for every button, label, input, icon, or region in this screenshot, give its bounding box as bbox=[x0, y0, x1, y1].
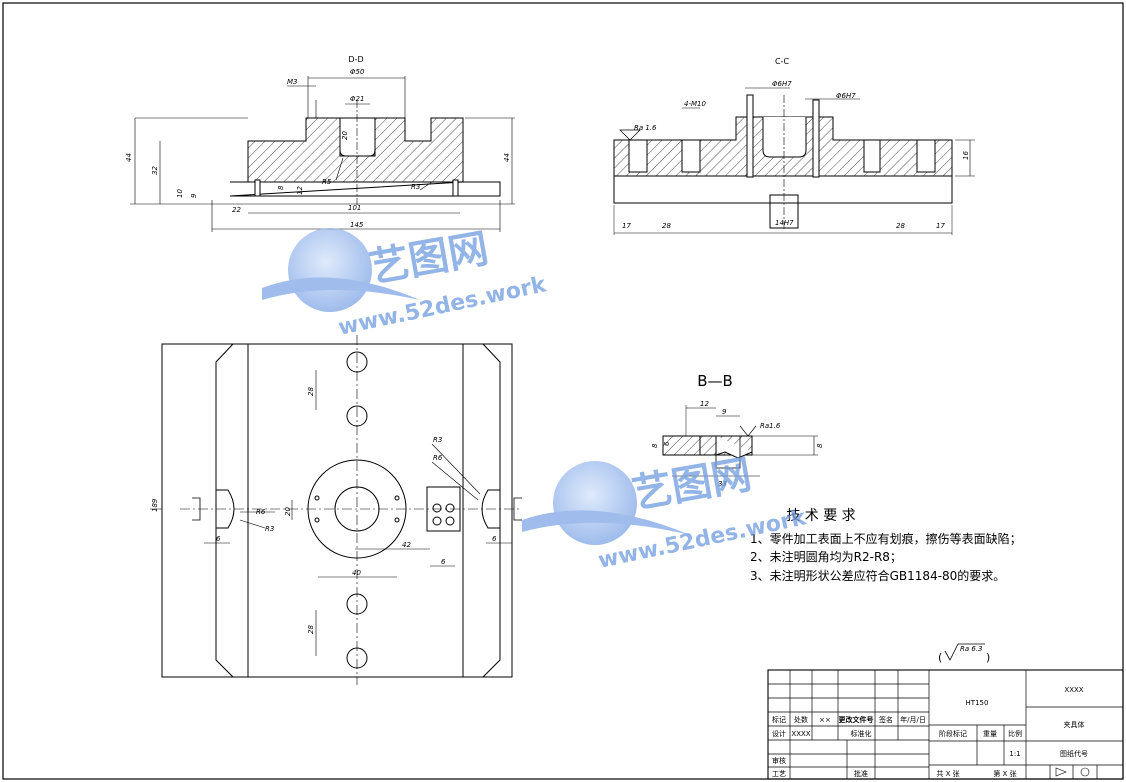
svg-text:): ) bbox=[986, 651, 990, 664]
tech-req-title: 技 术 要 求 bbox=[786, 508, 855, 524]
tb-scale-label: 比例 bbox=[1008, 729, 1022, 738]
svg-text:(: ( bbox=[938, 651, 942, 664]
plan-dim-r3-left: R3 bbox=[265, 525, 274, 533]
tb-weight-label: 重量 bbox=[983, 730, 997, 738]
tb-material: HT150 bbox=[966, 699, 989, 707]
section-dd-title: D-D bbox=[348, 55, 363, 64]
section-bb-title: B—B bbox=[697, 372, 733, 390]
dd-dim-r3: R3 bbox=[411, 183, 420, 191]
dd-dim-9: 9 bbox=[190, 193, 198, 198]
cc-dim-17-right: 17 bbox=[936, 222, 945, 230]
plan-dim-28-top: 28 bbox=[307, 387, 315, 396]
tb-drawing-no-label: 图纸代号 bbox=[1060, 749, 1088, 758]
section-dd: D-D bbox=[130, 55, 515, 232]
cc-dim-phi6h7-1: Φ6H7 bbox=[772, 80, 792, 88]
dd-dim-12: 12 bbox=[296, 186, 304, 195]
tb-sheets-total: 共 X 张 bbox=[936, 769, 959, 778]
dd-dim-m3: M3 bbox=[287, 78, 298, 86]
bb-dim-8-left: 8 bbox=[651, 443, 659, 448]
dd-dim-r5: R5 bbox=[322, 178, 332, 186]
cc-dim-17-left: 17 bbox=[622, 222, 631, 230]
plan-dim-189: 189 bbox=[151, 498, 159, 512]
dd-dim-44-left: 44 bbox=[125, 153, 133, 162]
plan-dim-r3-top: R3 bbox=[433, 436, 442, 444]
plan-dim-6-right: 6 bbox=[492, 535, 497, 543]
dd-dim-101: 101 bbox=[348, 204, 361, 212]
cc-dim-4m10: 4-M10 bbox=[684, 100, 706, 108]
watermark-brand-2: 艺图网 bbox=[629, 452, 755, 518]
tech-req-item-1: 1、零件加工表面上不应有划痕，擦伤等表面缺陷； bbox=[750, 531, 1022, 546]
plan-dim-6-left: 6 bbox=[216, 535, 221, 543]
tech-req-item-3: 3、未注明形状公差应符合GB1184-80的要求。 bbox=[750, 568, 1005, 583]
tb-part-name: 夹具体 bbox=[1064, 720, 1085, 729]
section-cc: C-C bbox=[613, 57, 975, 235]
tech-req-item-2: 2、未注明圆角均为R2-R8； bbox=[750, 549, 902, 564]
tb-sheet-no: 第 X 张 bbox=[993, 769, 1016, 778]
watermark-globe-icon bbox=[288, 228, 372, 312]
dd-dim-10: 10 bbox=[176, 189, 184, 198]
cc-dim-phi6h7-2: Φ6H7 bbox=[836, 92, 856, 100]
title-block-text: HT150 XXXX 夹具体 图纸代号 阶段标记 重量 比例 1:1 标记 处数… bbox=[772, 686, 1088, 778]
cc-dim-16: 16 bbox=[962, 151, 970, 160]
tb-count-val: ×× bbox=[819, 716, 831, 724]
roughness-value: Ra 6.3 bbox=[960, 645, 983, 653]
tb-scale: 1:1 bbox=[1009, 750, 1020, 758]
tb-mark-label: 标记 bbox=[772, 715, 786, 724]
tb-approve-label: 批准 bbox=[854, 769, 868, 778]
dd-dim-32: 32 bbox=[151, 166, 159, 175]
bb-dim-ra16: Ra1.6 bbox=[760, 422, 781, 430]
dd-dim-145: 145 bbox=[350, 221, 364, 229]
plan-dim-r6-left: R6 bbox=[256, 508, 266, 516]
tb-code-top: XXXX bbox=[1064, 686, 1083, 694]
dd-dim-22: 22 bbox=[232, 206, 241, 214]
cc-dim-14h7: 14H7 bbox=[775, 219, 794, 227]
tb-sign-label: 签名 bbox=[879, 715, 893, 724]
plan-view-dims: 28 R3 R6 R6 R3 20 6 6 42 6 40 28 189 bbox=[151, 387, 497, 634]
technical-requirements: 技 术 要 求 1、零件加工表面上不应有划痕，擦伤等表面缺陷； 2、未注明圆角均… bbox=[750, 508, 1022, 583]
section-bb: B—B bbox=[662, 372, 818, 477]
bb-dim-33: 33 bbox=[718, 480, 727, 488]
cc-dim-ra16: Ra 1.6 bbox=[634, 124, 657, 132]
tb-design-label: 设计 bbox=[772, 729, 786, 738]
plan-dim-42: 42 bbox=[402, 541, 411, 549]
tb-design-val: XXXX bbox=[791, 730, 810, 738]
watermark-brand: 艺图网 bbox=[366, 226, 492, 292]
section-bb-dims: 12 9 Ra1.6 8 6 8 33 bbox=[651, 400, 824, 488]
plan-dim-r6-top: R6 bbox=[433, 454, 443, 462]
dd-dim-phi50: Φ50 bbox=[350, 68, 365, 76]
bb-dim-9: 9 bbox=[722, 408, 727, 416]
plan-dim-20: 20 bbox=[284, 507, 292, 516]
tb-date-label: 年/月/日 bbox=[900, 715, 926, 724]
plan-dim-28-bottom: 28 bbox=[307, 625, 315, 634]
tb-process-label: 工艺 bbox=[772, 770, 786, 778]
section-dd-dims: Φ50 Φ21 M3 20 44 32 44 10 9 8 12 R5 R3 2… bbox=[125, 68, 511, 229]
cc-dim-28-left: 28 bbox=[662, 222, 671, 230]
bb-dim-8-right: 8 bbox=[816, 443, 824, 448]
bb-dim-12: 12 bbox=[700, 400, 709, 408]
cc-dim-28-right: 28 bbox=[896, 222, 905, 230]
dd-dim-phi21: Φ21 bbox=[350, 95, 364, 103]
tb-count-label: 处数 bbox=[794, 715, 808, 724]
watermark-globe-icon-2 bbox=[553, 461, 637, 545]
section-cc-title: C-C bbox=[775, 57, 789, 66]
tb-stage-label: 阶段标记 bbox=[939, 729, 967, 738]
tb-file-label: 更改文件号 bbox=[839, 715, 874, 724]
bb-dim-6: 6 bbox=[663, 441, 671, 446]
title-block bbox=[767, 669, 1124, 780]
plan-dim-6-mid: 6 bbox=[441, 558, 446, 566]
tb-std-label: 标准化 bbox=[851, 729, 872, 738]
plan-dim-40: 40 bbox=[352, 569, 361, 577]
dd-dim-44-right: 44 bbox=[503, 153, 511, 162]
section-cc-dims: Φ6H7 Φ6H7 4-M10 Ra 1.6 16 17 28 14H7 28 … bbox=[622, 80, 970, 230]
dd-dim-8: 8 bbox=[277, 185, 285, 190]
watermark-1: 艺图网 www.52des.work bbox=[262, 226, 550, 341]
tb-review-label: 审核 bbox=[772, 756, 786, 765]
dd-dim-20: 20 bbox=[341, 131, 349, 140]
roughness-note: ( Ra 6.3 ) bbox=[938, 643, 990, 664]
plan-view bbox=[150, 335, 522, 685]
